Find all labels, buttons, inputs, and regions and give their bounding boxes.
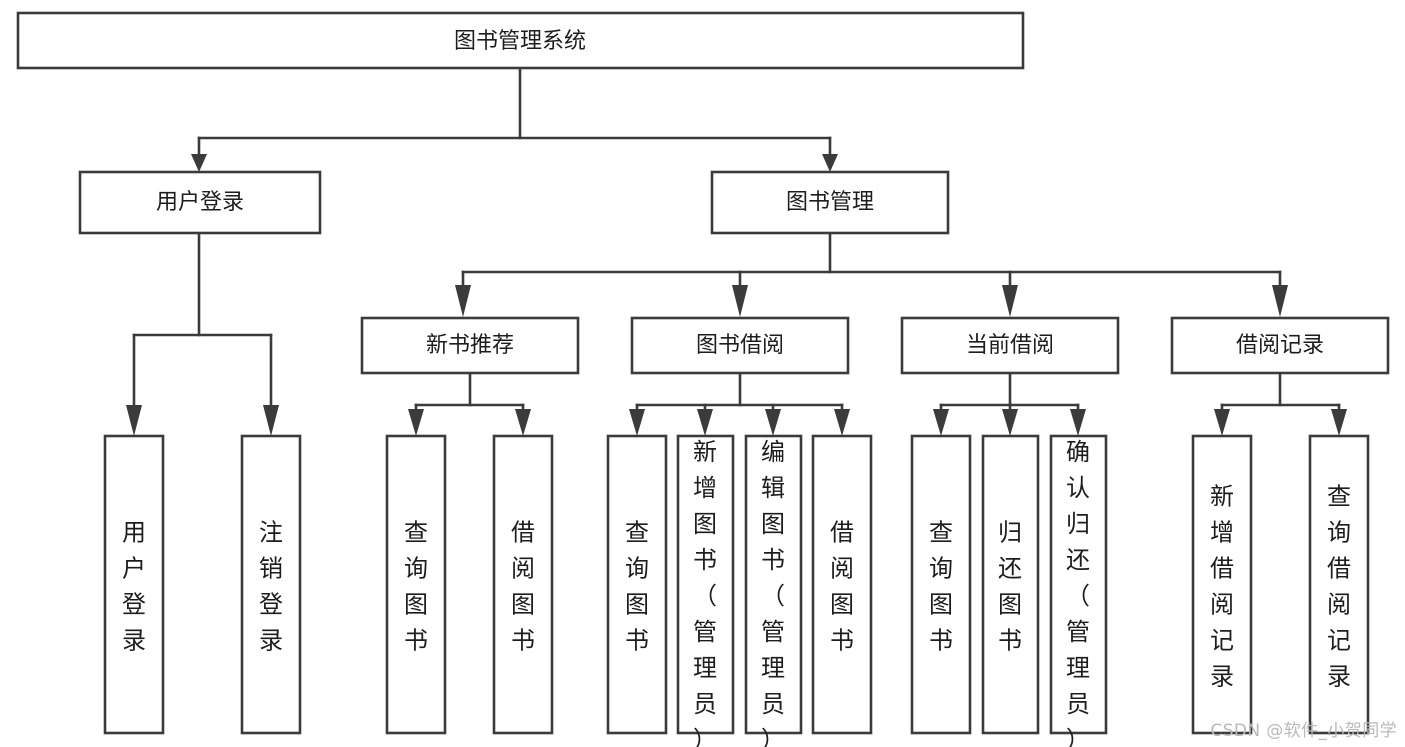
arrow-head-bb-leaf-2 xyxy=(697,409,713,436)
leaf-nb-borrow-book[interactable]: 借阅图书 xyxy=(492,434,554,735)
node-book-manage-label: 图书管理 xyxy=(786,190,874,215)
node-book-borrow[interactable]: 图书借阅 xyxy=(630,316,850,375)
leaf-bb-edit-book-admin[interactable]: 编辑图书（管理员） xyxy=(744,434,803,747)
node-borrow-record[interactable]: 借阅记录 xyxy=(1170,316,1390,375)
leaf-nb-borrow-book-box[interactable] xyxy=(492,434,554,735)
leaf-user-login-label: 用户登录 xyxy=(122,519,146,655)
leaf-bb-add-book-admin-label: 新增图书（管理员） xyxy=(693,438,717,747)
node-root[interactable]: 图书管理系统 xyxy=(16,11,1025,70)
arrow-head-nb-leaf-1 xyxy=(408,409,424,436)
leaf-bb-edit-book-admin-label: 编辑图书（管理员） xyxy=(761,438,785,747)
leaf-logout[interactable]: 注销登录 xyxy=(240,434,302,735)
leaf-bb-query-book-label: 查询图书 xyxy=(625,519,649,655)
leaf-bb-query-book[interactable]: 查询图书 xyxy=(606,434,668,735)
arrow-head-current-borrow xyxy=(1002,285,1018,317)
leaf-bb-edit-book-admin-box[interactable] xyxy=(744,434,803,735)
node-book-borrow-label: 图书借阅 xyxy=(696,333,784,358)
leaf-cb-confirm-return-admin[interactable]: 确认归还（管理员） xyxy=(1049,434,1108,747)
edge-layer xyxy=(126,66,1347,436)
arrow-head-book-borrow xyxy=(732,285,748,317)
leaf-bb-add-book-admin-box[interactable] xyxy=(676,434,735,735)
leaf-cb-query-book[interactable]: 查询图书 xyxy=(910,434,972,735)
leaf-br-add-record[interactable]: 新增借阅记录 xyxy=(1191,434,1253,735)
leaf-br-add-record-box[interactable] xyxy=(1191,434,1253,735)
arrow-head-cb-leaf-1 xyxy=(933,409,949,436)
arrow-head-nb-leaf-2 xyxy=(515,409,531,436)
node-user-login[interactable]: 用户登录 xyxy=(78,170,322,235)
leaf-user-login-box[interactable] xyxy=(103,434,165,735)
leaf-br-query-record[interactable]: 查询借阅记录 xyxy=(1308,434,1370,735)
leaf-bb-add-book-admin[interactable]: 新增图书（管理员） xyxy=(676,434,735,747)
leaf-nb-query-book-label: 查询图书 xyxy=(404,519,428,655)
arrow-head-user-login xyxy=(191,154,207,172)
node-book-manage[interactable]: 图书管理 xyxy=(710,170,950,235)
node-new-book-recommend-label: 新书推荐 xyxy=(426,333,514,358)
leaf-cb-return-book-label: 归还图书 xyxy=(998,519,1022,655)
node-current-borrow-label: 当前借阅 xyxy=(966,333,1054,358)
node-user-login-box[interactable] xyxy=(78,170,322,235)
node-current-borrow[interactable]: 当前借阅 xyxy=(900,316,1120,375)
node-root-label: 图书管理系统 xyxy=(454,29,586,54)
arrow-head-borrow-record xyxy=(1272,285,1288,317)
leaf-bb-query-book-box[interactable] xyxy=(606,434,668,735)
leaf-cb-return-book-box[interactable] xyxy=(981,434,1040,735)
leaf-bb-borrow-book-label: 借阅图书 xyxy=(830,519,854,655)
leaf-bb-borrow-book-box[interactable] xyxy=(811,434,873,735)
leaf-cb-confirm-return-admin-label: 确认归还（管理员） xyxy=(1066,438,1090,747)
node-book-borrow-box[interactable] xyxy=(630,316,850,375)
node-book-manage-box[interactable] xyxy=(710,170,950,235)
arrow-head-book-manage xyxy=(822,154,838,172)
arrow-head-bb-leaf-1 xyxy=(629,409,645,436)
node-root-box[interactable] xyxy=(16,11,1025,70)
leaf-cb-confirm-return-admin-box[interactable] xyxy=(1049,434,1108,735)
leaf-cb-return-book[interactable]: 归还图书 xyxy=(981,434,1040,735)
arrow-head-new-book xyxy=(455,285,471,317)
node-borrow-record-label: 借阅记录 xyxy=(1236,333,1324,358)
arrow-head-cb-leaf-3 xyxy=(1070,409,1086,436)
arrow-head-bb-leaf-3 xyxy=(765,409,781,436)
leaf-logout-label: 注销登录 xyxy=(259,519,283,655)
leaf-user-login[interactable]: 用户登录 xyxy=(103,434,165,735)
arrow-head-bb-leaf-4 xyxy=(834,409,850,436)
node-new-book-recommend-box[interactable] xyxy=(360,316,580,375)
leaf-br-query-record-label: 查询借阅记录 xyxy=(1327,483,1351,691)
node-new-book-recommend[interactable]: 新书推荐 xyxy=(360,316,580,375)
arrow-head-leaf-user-login xyxy=(126,405,142,436)
node-borrow-record-box[interactable] xyxy=(1170,316,1390,375)
leaf-cb-query-book-box[interactable] xyxy=(910,434,972,735)
leaf-bb-borrow-book[interactable]: 借阅图书 xyxy=(811,434,873,735)
arrow-head-cb-leaf-2 xyxy=(1002,409,1018,436)
leaf-logout-box[interactable] xyxy=(240,434,302,735)
leaf-br-add-record-label: 新增借阅记录 xyxy=(1210,483,1234,691)
leaf-br-query-record-box[interactable] xyxy=(1308,434,1370,735)
leaf-nb-query-book[interactable]: 查询图书 xyxy=(385,434,447,735)
leaf-nb-query-book-box[interactable] xyxy=(385,434,447,735)
arrow-head-br-leaf-2 xyxy=(1331,409,1347,436)
node-user-login-label: 用户登录 xyxy=(156,190,244,215)
leaf-cb-query-book-label: 查询图书 xyxy=(929,519,953,655)
node-current-borrow-box[interactable] xyxy=(900,316,1120,375)
leaf-nb-borrow-book-label: 借阅图书 xyxy=(511,519,535,655)
arrow-head-leaf-logout xyxy=(263,405,279,436)
arrow-head-br-leaf-1 xyxy=(1214,409,1230,436)
